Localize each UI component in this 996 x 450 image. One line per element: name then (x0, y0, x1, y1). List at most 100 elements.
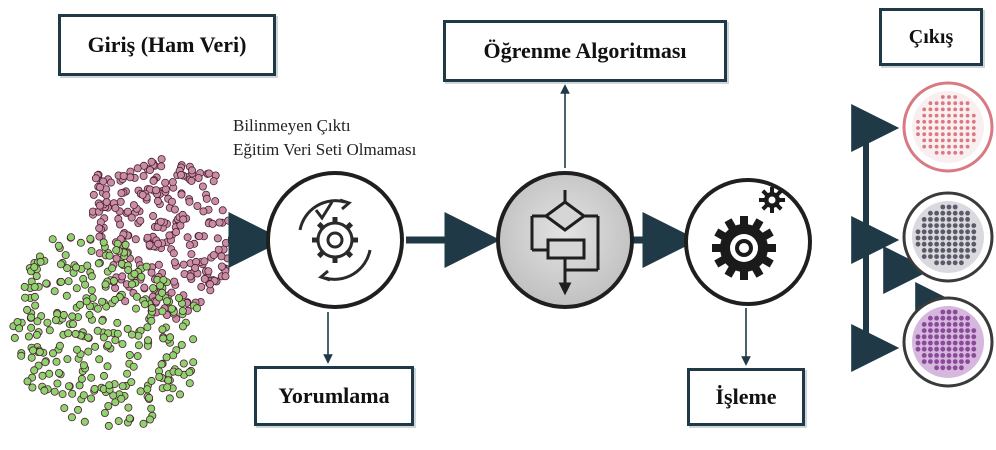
cluster-dot (214, 245, 223, 254)
cluster-dot (204, 169, 213, 178)
output-dot (940, 359, 946, 364)
output-dot (947, 150, 951, 155)
cluster-dot (53, 379, 62, 388)
cluster-dot (76, 238, 85, 247)
processing-box: İşleme (687, 368, 805, 426)
cluster-dot (108, 264, 117, 273)
cluster-dot (61, 251, 70, 260)
cluster-dot (50, 287, 59, 296)
output-dot (940, 217, 946, 222)
cluster-dot (119, 171, 128, 180)
output-dot (940, 126, 945, 130)
cluster-dot (116, 197, 125, 206)
output-dot (952, 340, 958, 346)
output-dot (915, 340, 921, 346)
output-dot (952, 204, 958, 210)
cluster-dot (183, 233, 192, 242)
cluster-dot (204, 267, 213, 276)
cluster-dot (30, 263, 39, 272)
output-dot (965, 107, 970, 112)
output-dot (953, 132, 958, 137)
gear-tooth (316, 221, 325, 230)
cluster-dot (63, 355, 72, 364)
output-dot (928, 248, 933, 253)
cluster-dot (27, 313, 36, 322)
cluster-dot (72, 263, 81, 272)
output-dot (940, 235, 946, 241)
cluster-dot (224, 216, 233, 225)
cluster-dot (45, 369, 54, 378)
cluster-dot (177, 340, 186, 349)
output-dot (965, 346, 970, 352)
output-dot (921, 235, 927, 241)
output-dot (921, 328, 927, 333)
output-dot (928, 138, 933, 143)
output-dot (959, 346, 964, 352)
output-dot (928, 346, 933, 352)
output-dot (928, 334, 933, 340)
output-dot (971, 346, 977, 352)
output-dot (965, 101, 970, 106)
cluster-dot (100, 408, 109, 417)
cluster-dot (91, 342, 100, 351)
cluster-dot (157, 360, 166, 369)
interpretation-label: Yorumlama (278, 383, 390, 408)
output-dot (934, 119, 939, 124)
cluster-dot (123, 324, 132, 333)
cluster-dot (87, 373, 96, 382)
output-dot (959, 353, 964, 358)
output-dot (965, 144, 970, 149)
cluster-dot (59, 310, 68, 319)
output-dot (921, 229, 927, 235)
output-dot (971, 334, 977, 340)
output-dot (940, 132, 945, 137)
output-dot (940, 119, 945, 124)
cluster-dot (99, 177, 108, 186)
output-dot (946, 217, 952, 222)
flowchart-icon (530, 190, 600, 296)
cluster-dot (103, 340, 112, 349)
output-dot (959, 248, 964, 253)
cluster-dot (57, 277, 66, 286)
cluster-dot (185, 368, 194, 377)
output-dot (928, 315, 933, 321)
cluster-dot (68, 312, 77, 321)
unknown-output-note: Bilinmeyen Çıktı Eğitim Veri Seti Olmama… (233, 114, 416, 162)
cluster-dot (131, 235, 140, 244)
output-dot (940, 95, 945, 99)
output-dot (940, 107, 945, 112)
output-dot (934, 353, 939, 358)
output-dot (922, 144, 927, 149)
cluster-dot (62, 291, 71, 300)
cluster-dot (99, 333, 108, 342)
output-dot (934, 101, 939, 106)
cluster-dot (209, 251, 218, 260)
output-dot (928, 119, 933, 124)
cluster-dot (127, 330, 136, 339)
interpretation-box: Yorumlama (254, 366, 414, 426)
output-dot (965, 353, 970, 358)
cluster-dot (102, 197, 111, 206)
output-dot (971, 235, 977, 241)
cluster-dot (145, 240, 154, 249)
cluster-dot (86, 234, 95, 243)
cluster-dot (217, 262, 226, 271)
output-dot (959, 138, 964, 143)
cluster-dot (21, 293, 30, 302)
cluster-dot (69, 319, 78, 328)
cluster-dot (85, 310, 94, 319)
output-dot (952, 346, 958, 352)
output-dot (928, 328, 933, 333)
cluster-dot (169, 249, 178, 258)
output-dot (952, 359, 958, 364)
cluster-dot (30, 292, 39, 301)
cluster-dot (162, 353, 171, 362)
algorithm-node (496, 171, 634, 309)
cluster-dot (87, 394, 96, 403)
cluster-dot (103, 362, 112, 371)
output-dot (952, 260, 958, 266)
output-dot (965, 241, 970, 247)
cluster-dot (84, 347, 93, 356)
output-dot (946, 346, 952, 352)
